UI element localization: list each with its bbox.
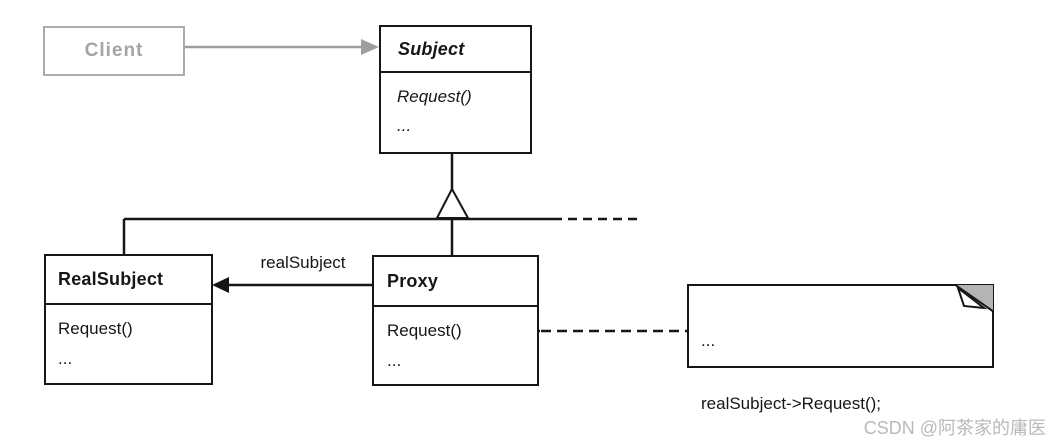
- method-realsubject-ellipsis: ...: [58, 349, 73, 368]
- method-realsubject-request: Request(): [58, 319, 133, 338]
- class-name-client: Client: [84, 40, 144, 61]
- note-line-1: ...: [701, 331, 716, 350]
- note-fold-icon: [952, 284, 994, 314]
- method-proxy-ellipsis: ...: [387, 351, 402, 370]
- class-name-subject: Subject: [381, 27, 530, 73]
- method-proxy-request: Request(): [387, 321, 462, 340]
- class-name-realsubject: RealSubject: [46, 256, 211, 305]
- class-name-proxy: Proxy: [374, 257, 537, 307]
- class-methods-proxy: Request() ...: [374, 307, 537, 376]
- csdn-watermark: CSDN @阿茶家的庸医: [863, 418, 1046, 438]
- class-methods-realsubject: Request() ...: [46, 305, 211, 374]
- proxy-realsubject-arrowhead-icon: [212, 277, 229, 293]
- client-subject-arrowhead-icon: [361, 39, 379, 55]
- class-box-proxy: Proxy Request() ...: [372, 255, 539, 386]
- inheritance-triangle-icon: [435, 186, 470, 219]
- note-line-2: realSubject->Request();: [701, 394, 882, 413]
- note-box: ... realSubject->Request(); ...: [687, 284, 994, 413]
- method-subject-ellipsis: ...: [397, 116, 412, 135]
- note-code-text: ... realSubject->Request(); ...: [701, 288, 881, 445]
- association-label-realsubject: realSubject: [260, 253, 346, 272]
- class-box-client: Client: [43, 26, 185, 76]
- method-subject-request: Request(): [397, 87, 472, 106]
- class-methods-subject: Request() ...: [381, 73, 530, 140]
- class-box-subject: Subject Request() ...: [379, 25, 532, 154]
- class-box-realsubject: RealSubject Request() ...: [44, 254, 213, 385]
